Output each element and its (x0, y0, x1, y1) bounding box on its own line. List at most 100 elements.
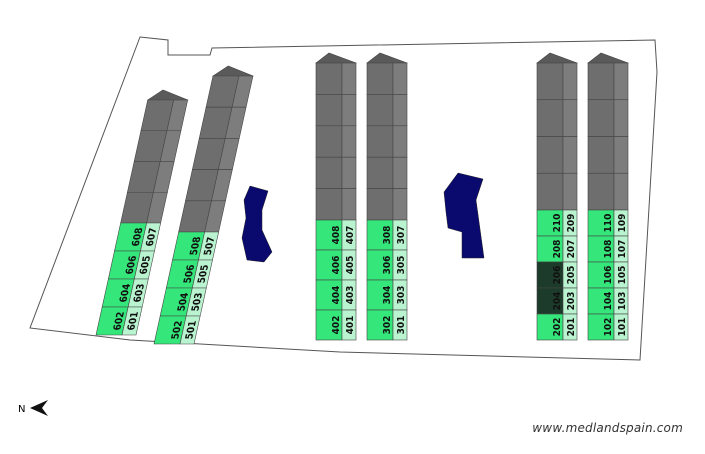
unit-301[interactable] (392, 309, 408, 341)
floor-unavailable-side (392, 94, 408, 127)
unit-label-102: 102 (603, 318, 614, 337)
floor-unavailable (587, 99, 615, 137)
unit-label-405: 405 (345, 256, 356, 275)
unit-label-307: 307 (396, 226, 407, 245)
unit-label-106: 106 (603, 266, 614, 285)
unit-label-506: 506 (182, 265, 197, 284)
unit-408[interactable] (315, 219, 343, 251)
unit-206[interactable] (536, 261, 564, 289)
unit-label-208: 208 (552, 240, 563, 259)
unit-104[interactable] (587, 287, 615, 315)
unit-302[interactable] (366, 309, 394, 341)
floor-unavailable-side (341, 125, 357, 158)
unit-label-505: 505 (196, 265, 211, 284)
floor-unavailable-side (341, 156, 357, 189)
pool-left (241, 185, 273, 263)
unit-306[interactable] (366, 249, 394, 281)
floor-unavailable (315, 156, 343, 189)
unit-101[interactable] (613, 313, 629, 341)
unit-210[interactable] (536, 209, 564, 237)
floor-unavailable (536, 172, 564, 211)
unit-108[interactable] (587, 235, 615, 263)
unit-label-606: 606 (124, 256, 139, 275)
unit-label-601: 601 (126, 312, 141, 331)
north-label: N (18, 404, 25, 415)
unit-label-604: 604 (118, 284, 133, 303)
unit-label-402: 402 (331, 316, 342, 335)
floor-unavailable (587, 136, 615, 174)
unit-208[interactable] (536, 235, 564, 263)
unit-label-502: 502 (170, 321, 185, 340)
unit-201[interactable] (562, 313, 578, 341)
floor-unavailable (366, 188, 394, 221)
unit-label-110: 110 (603, 214, 614, 233)
floor-unavailable-side (341, 188, 357, 221)
unit-402[interactable] (315, 309, 343, 341)
north-arrow-icon: N (18, 400, 48, 416)
floor-unavailable (315, 94, 343, 127)
floor-unavailable (587, 172, 615, 211)
floor-unavailable-side (613, 136, 629, 174)
unit-102[interactable] (587, 313, 615, 341)
floor-unavailable-side (562, 62, 578, 101)
unit-label-107: 107 (617, 240, 628, 259)
floor-unavailable-side (392, 125, 408, 158)
unit-label-308: 308 (382, 226, 393, 245)
unit-label-204: 204 (552, 292, 563, 311)
unit-label-209: 209 (566, 214, 577, 233)
unit-label-105: 105 (617, 266, 628, 285)
unit-label-206: 206 (552, 266, 563, 285)
unit-304[interactable] (366, 279, 394, 311)
floor-unavailable-side (562, 172, 578, 211)
floor-unavailable (366, 94, 394, 127)
floor-unavailable-side (392, 62, 408, 95)
unit-501[interactable] (179, 315, 201, 345)
unit-label-101: 101 (617, 318, 628, 337)
floor-unavailable (536, 136, 564, 174)
unit-label-508: 508 (189, 237, 204, 256)
floor-unavailable-side (562, 136, 578, 174)
unit-110[interactable] (587, 209, 615, 237)
unit-label-404: 404 (331, 286, 342, 305)
unit-label-304: 304 (382, 286, 393, 305)
unit-401[interactable] (341, 309, 357, 341)
unit-label-605: 605 (138, 256, 153, 275)
floor-unavailable (315, 62, 343, 95)
floor-unavailable (536, 99, 564, 137)
floor-unavailable-side (613, 99, 629, 137)
unit-label-403: 403 (345, 286, 356, 305)
unit-label-607: 607 (145, 228, 160, 247)
floor-unavailable-side (562, 99, 578, 137)
unit-label-407: 407 (345, 226, 356, 245)
unit-label-202: 202 (552, 318, 563, 337)
unit-label-602: 602 (112, 312, 127, 331)
unit-308[interactable] (366, 219, 394, 251)
unit-406[interactable] (315, 249, 343, 281)
unit-106[interactable] (587, 261, 615, 289)
unit-label-207: 207 (566, 240, 577, 259)
unit-404[interactable] (315, 279, 343, 311)
unit-label-203: 203 (566, 292, 577, 311)
unit-601[interactable] (121, 306, 143, 336)
unit-label-305: 305 (396, 256, 407, 275)
floor-unavailable-side (613, 172, 629, 211)
unit-label-603: 603 (132, 284, 147, 303)
floor-unavailable-side (392, 156, 408, 189)
unit-label-104: 104 (603, 292, 614, 311)
floor-unavailable (366, 156, 394, 189)
unit-label-108: 108 (603, 240, 614, 259)
unit-label-408: 408 (331, 226, 342, 245)
unit-label-504: 504 (176, 293, 191, 312)
unit-label-401: 401 (345, 316, 356, 335)
unit-label-306: 306 (382, 256, 393, 275)
unit-label-503: 503 (190, 293, 205, 312)
unit-label-507: 507 (203, 237, 218, 256)
unit-label-109: 109 (617, 214, 628, 233)
